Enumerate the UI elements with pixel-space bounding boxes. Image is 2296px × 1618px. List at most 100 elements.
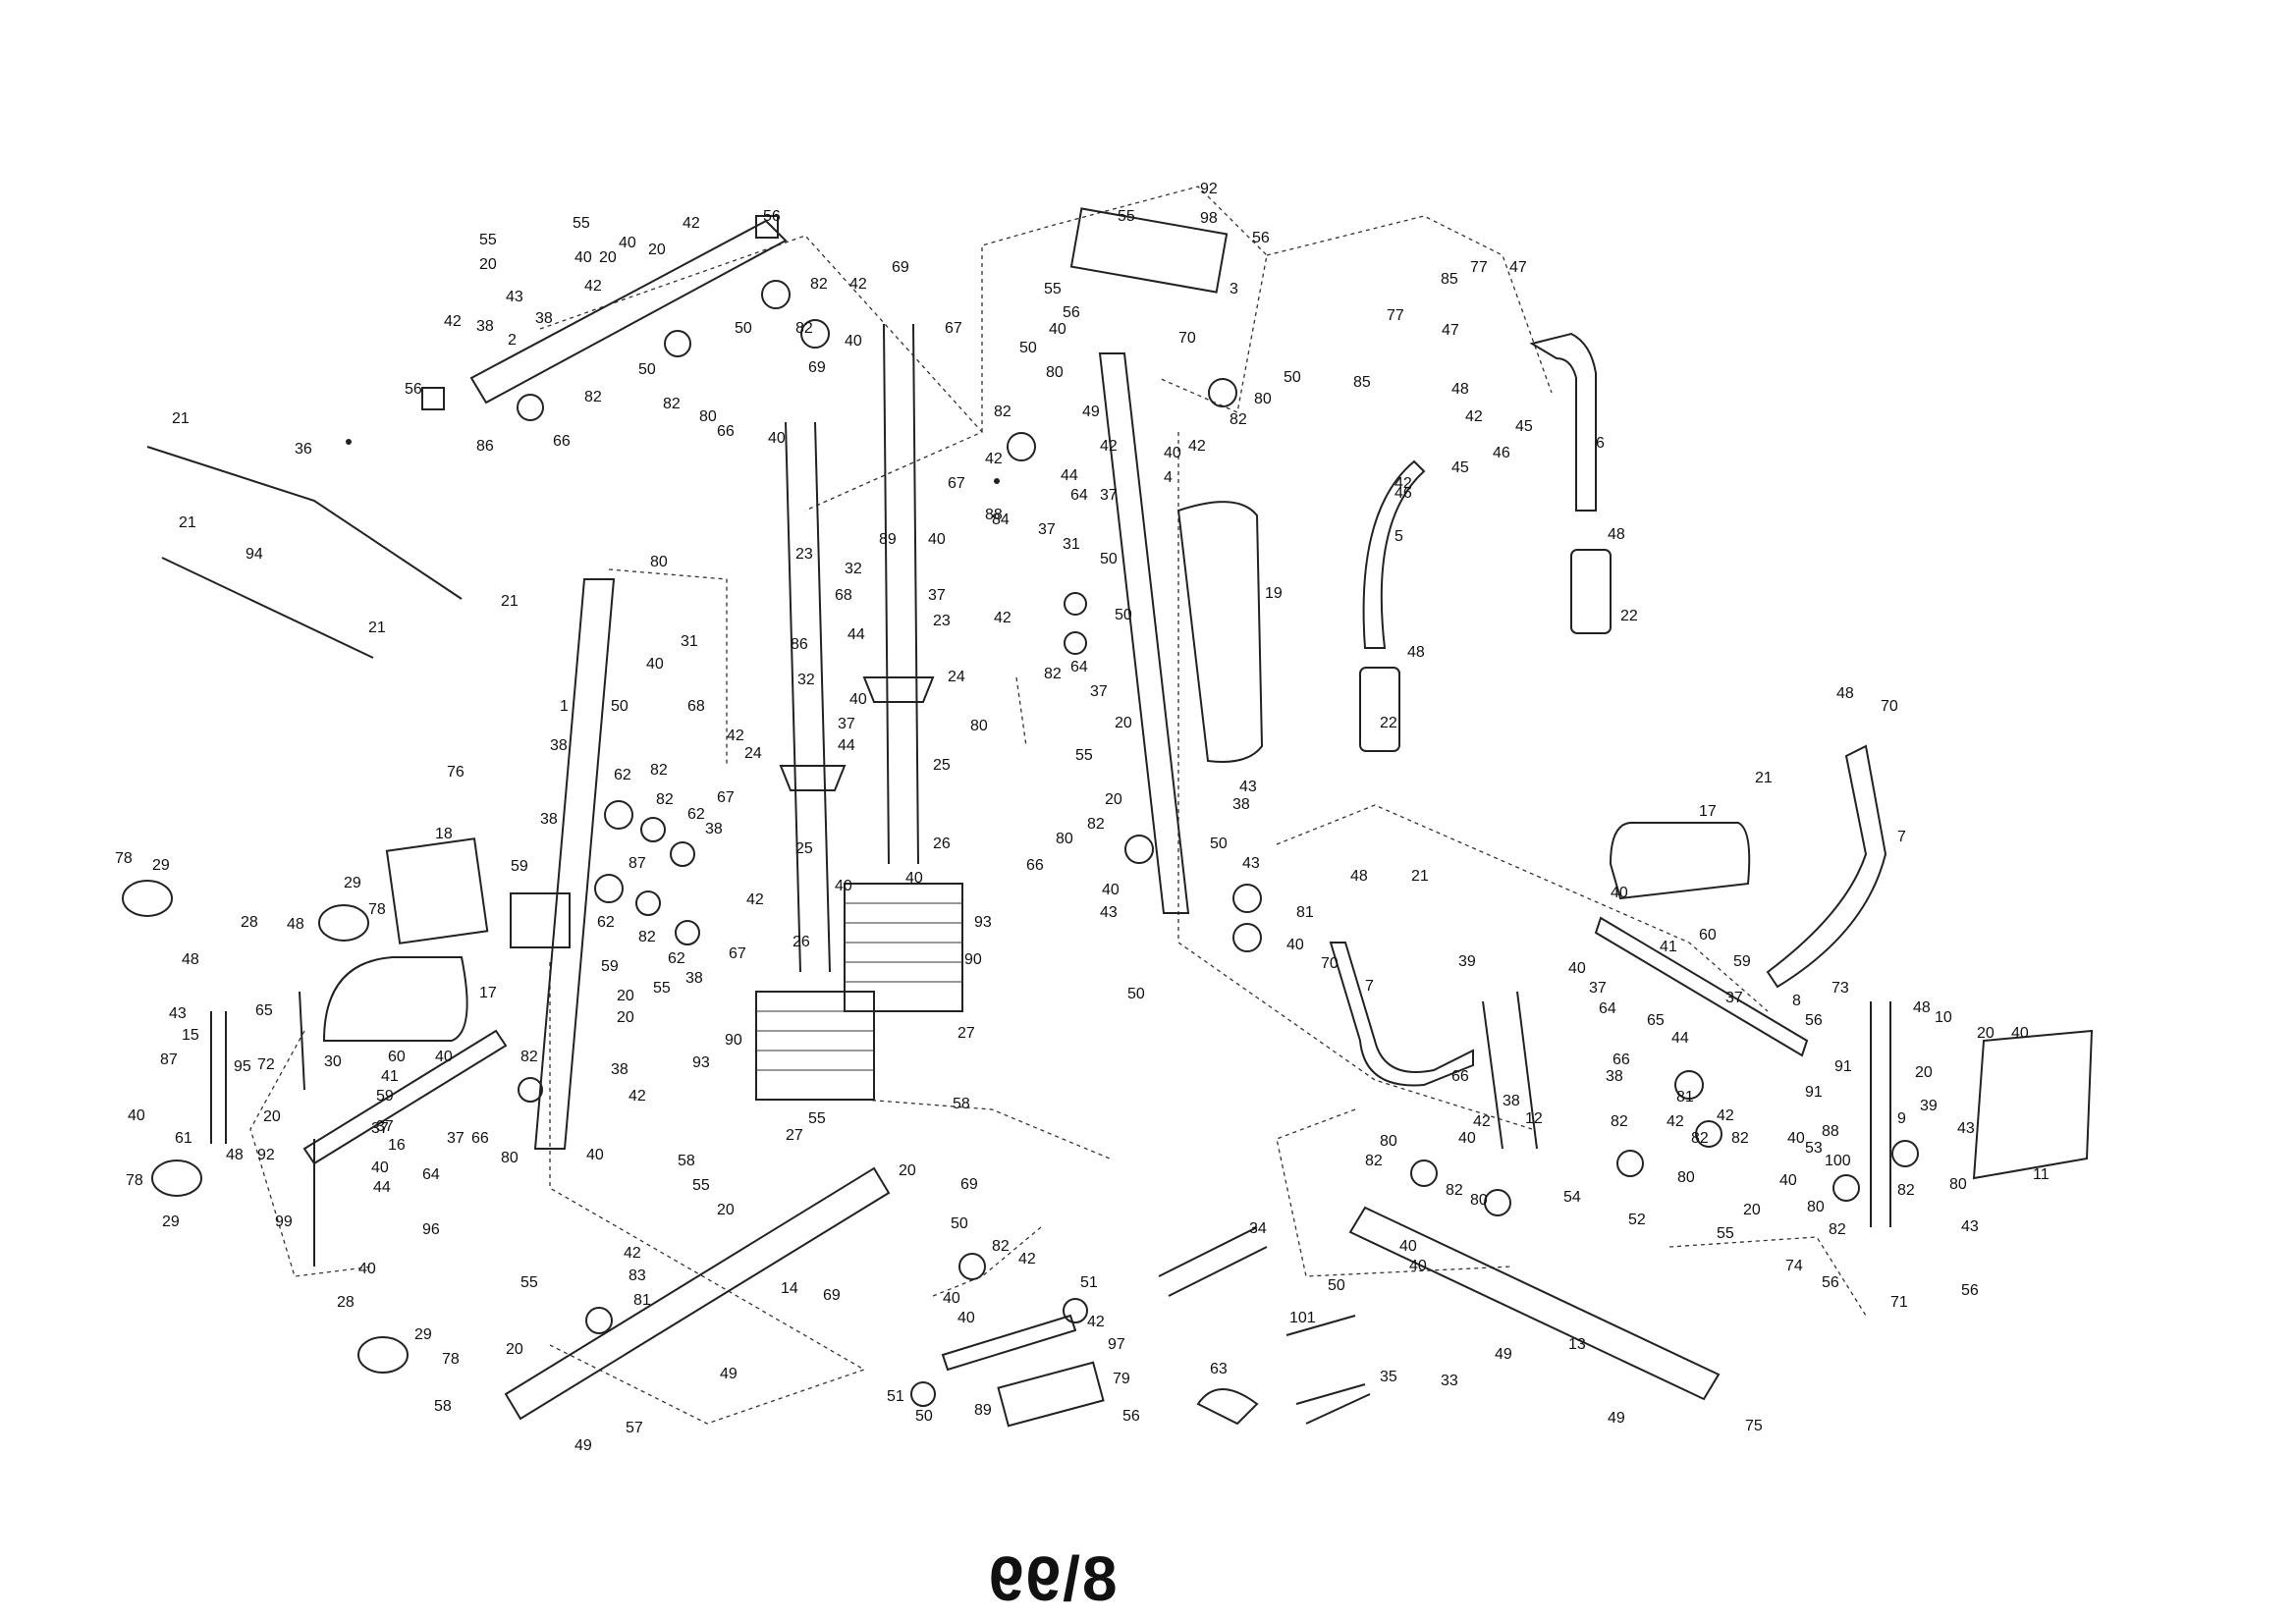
part-callout: 55 — [479, 232, 497, 248]
part-callout: 62 — [668, 950, 685, 967]
part-callout: 40 — [646, 656, 664, 673]
part-callout: 23 — [933, 613, 951, 629]
part-callout: 82 — [663, 396, 681, 412]
part-callout: 49 — [574, 1437, 592, 1454]
lat-bars — [146, 446, 463, 659]
part-callout: 44 — [1671, 1030, 1689, 1047]
part-callout: 56 — [1063, 304, 1080, 321]
part-callout: 40 — [905, 870, 923, 887]
part-callout: 64 — [1599, 1000, 1616, 1017]
top-crossbar-assembly — [421, 215, 830, 421]
part-callout: 41 — [1660, 939, 1677, 955]
part-callout: 37 — [928, 587, 946, 604]
part-callout: 67 — [948, 475, 965, 492]
part-callout: 20 — [1977, 1025, 1995, 1042]
part-callout: 26 — [933, 836, 951, 852]
part-callout: 75 — [1745, 1418, 1763, 1434]
part-callout: 59 — [376, 1088, 394, 1105]
part-callout: 43 — [1242, 855, 1260, 872]
part-callout: 40 — [2011, 1025, 2029, 1042]
part-callout: 66 — [717, 423, 735, 440]
part-callout: 76 — [447, 764, 465, 781]
part-callout: 28 — [241, 914, 258, 931]
part-callout: 48 — [1350, 868, 1368, 885]
part-callout: 65 — [255, 1002, 273, 1019]
part-callout: 87 — [160, 1052, 178, 1068]
part-callout: 57 — [626, 1420, 643, 1436]
part-callout: 42 — [1473, 1113, 1491, 1130]
part-callout: 56 — [763, 208, 781, 225]
part-callout: 85 — [1441, 271, 1458, 288]
part-callout: 32 — [797, 672, 815, 688]
part-callout: 43 — [1961, 1218, 1979, 1235]
part-callout: 2 — [508, 332, 517, 349]
part-callout: 62 — [614, 767, 631, 783]
part-callout: 58 — [953, 1096, 970, 1112]
part-callout: 40 — [1458, 1130, 1476, 1147]
part-callout: 42 — [444, 313, 462, 330]
part-callout: 46 — [1394, 485, 1412, 502]
part-callout: 20 — [648, 242, 666, 258]
part-callout: 90 — [725, 1032, 742, 1049]
front-base-tube — [504, 1166, 1721, 1421]
part-callout: 35 — [1380, 1369, 1397, 1385]
part-callout: 40 — [1399, 1238, 1417, 1255]
part-callout: 31 — [681, 633, 698, 650]
part-callout: 47 — [1509, 259, 1527, 276]
part-callout: 82 — [992, 1238, 1010, 1255]
part-callout: 89 — [879, 531, 897, 548]
part-callout: 50 — [735, 320, 752, 337]
part-callout: 80 — [650, 554, 668, 570]
part-callout: 42 — [727, 728, 744, 744]
part-callout: 42 — [994, 610, 1011, 626]
part-callout: 56 — [1122, 1408, 1140, 1425]
part-callout: 81 — [1296, 904, 1314, 921]
part-callout: 6 — [1596, 435, 1605, 452]
part-callout: 15 — [182, 1027, 199, 1044]
part-callout: 64 — [422, 1166, 440, 1183]
part-callout: 50 — [1210, 836, 1228, 852]
part-callout: 46 — [1493, 445, 1510, 461]
part-callout: 59 — [601, 958, 619, 975]
part-callout: 86 — [476, 438, 494, 455]
part-callout: 70 — [1178, 330, 1196, 347]
pulleys-and-fasteners — [346, 378, 1919, 1334]
part-callout: 20 — [899, 1162, 916, 1179]
part-callout: 94 — [246, 546, 263, 563]
part-callout: 42 — [624, 1245, 641, 1262]
left-upright — [510, 578, 616, 1150]
part-callout: 66 — [1451, 1068, 1469, 1085]
part-callout: 55 — [1075, 747, 1093, 764]
part-callout: 95 — [234, 1058, 251, 1075]
part-callout: 66 — [471, 1130, 489, 1147]
part-callout: 77 — [1470, 259, 1488, 276]
part-callout: 80 — [1677, 1169, 1695, 1186]
part-callout: 52 — [1628, 1212, 1646, 1228]
part-callout: 63 — [1210, 1361, 1228, 1377]
part-callout: 38 — [1232, 796, 1250, 813]
part-callout: 25 — [933, 757, 951, 774]
part-callout: 68 — [687, 698, 705, 715]
part-callout: 40 — [845, 333, 862, 350]
part-callout: 55 — [1717, 1225, 1734, 1242]
part-callout: 48 — [182, 951, 199, 968]
part-callout: 42 — [1465, 408, 1483, 425]
leg-extension-station — [122, 837, 508, 1374]
part-callout: 50 — [915, 1408, 933, 1425]
part-callout: 78 — [368, 901, 386, 918]
part-callout: 80 — [1949, 1176, 1967, 1193]
part-callout: 64 — [1070, 487, 1088, 504]
part-callout: 20 — [599, 249, 617, 266]
part-callout: 80 — [1254, 391, 1272, 407]
part-callout: 44 — [847, 626, 865, 643]
part-callout: 38 — [611, 1061, 629, 1078]
part-callout: 45 — [1451, 459, 1469, 476]
part-callout: 40 — [835, 878, 852, 894]
part-callout: 59 — [1733, 953, 1751, 970]
part-callout: 38 — [540, 811, 558, 828]
part-callout: 29 — [152, 857, 170, 874]
part-callout: 82 — [1897, 1182, 1915, 1199]
part-callout: 48 — [1451, 381, 1469, 398]
part-callout: 70 — [1321, 955, 1339, 972]
part-callout: 20 — [263, 1108, 281, 1125]
